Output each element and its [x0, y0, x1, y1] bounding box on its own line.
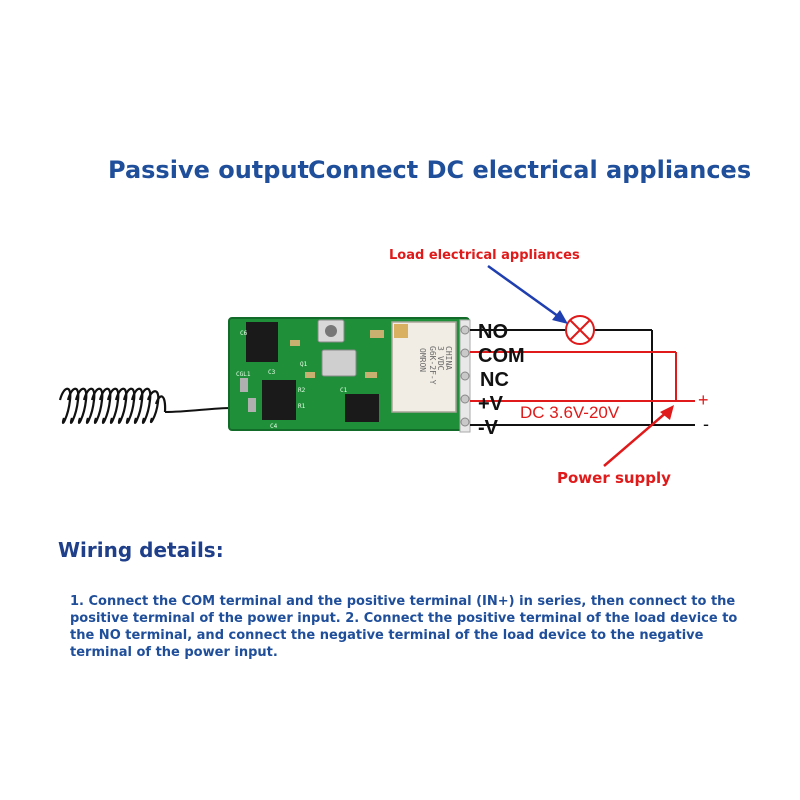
minus-sign: -	[703, 414, 709, 434]
wiring-heading: Wiring details:	[58, 538, 224, 562]
wiring-text: 1. Connect the COM terminal and the posi…	[70, 594, 738, 660]
terminal-no: NO	[478, 321, 508, 343]
pcb-label: C1	[340, 387, 348, 394]
relay-label: 3	[436, 346, 445, 351]
plus-sign: +	[698, 390, 709, 410]
wires	[470, 329, 695, 426]
receiver-pcb: C6 CGL1 C3 C1 R2 Q1 R1 C4 OMRON G6K-2F-Y…	[228, 317, 471, 433]
lamp-cross-icon	[565, 315, 595, 345]
terminal-com: COM	[478, 345, 525, 367]
crystal	[321, 349, 357, 377]
pcb-label: CGL1	[236, 371, 251, 378]
coiled-antenna-icon	[58, 387, 233, 424]
pcb-label: Q1	[300, 361, 308, 368]
title-connect-dc: Connect DC electrical appliances	[308, 156, 752, 184]
terminal-nc: NC	[480, 369, 509, 391]
terminal-plus-v: +V	[478, 393, 504, 415]
pcb-label: R1	[298, 403, 306, 410]
relay-label: CHINA	[444, 346, 453, 370]
pcb-label: C3	[268, 369, 276, 376]
pcb-label: C6	[240, 330, 248, 337]
relay-label: VDC	[436, 356, 445, 371]
title-passive-output: Passive output	[108, 156, 309, 184]
power-supply-label: Power supply	[557, 469, 671, 487]
pcb-label: C4	[270, 423, 278, 430]
ic-chip	[246, 322, 278, 362]
load-arrow	[487, 264, 568, 324]
load-label: Load electrical appliances	[389, 248, 580, 263]
relay-label: G6K-2F-Y	[428, 346, 437, 385]
power-arrow	[603, 405, 674, 467]
relay-label: OMRON	[418, 348, 427, 372]
ic-chip	[345, 394, 379, 422]
terminal-minus-v: -V	[478, 417, 499, 439]
pcb-label: R2	[298, 387, 306, 394]
ic-chip	[262, 380, 296, 420]
voltage-label: DC 3.6V-20V	[520, 403, 620, 422]
